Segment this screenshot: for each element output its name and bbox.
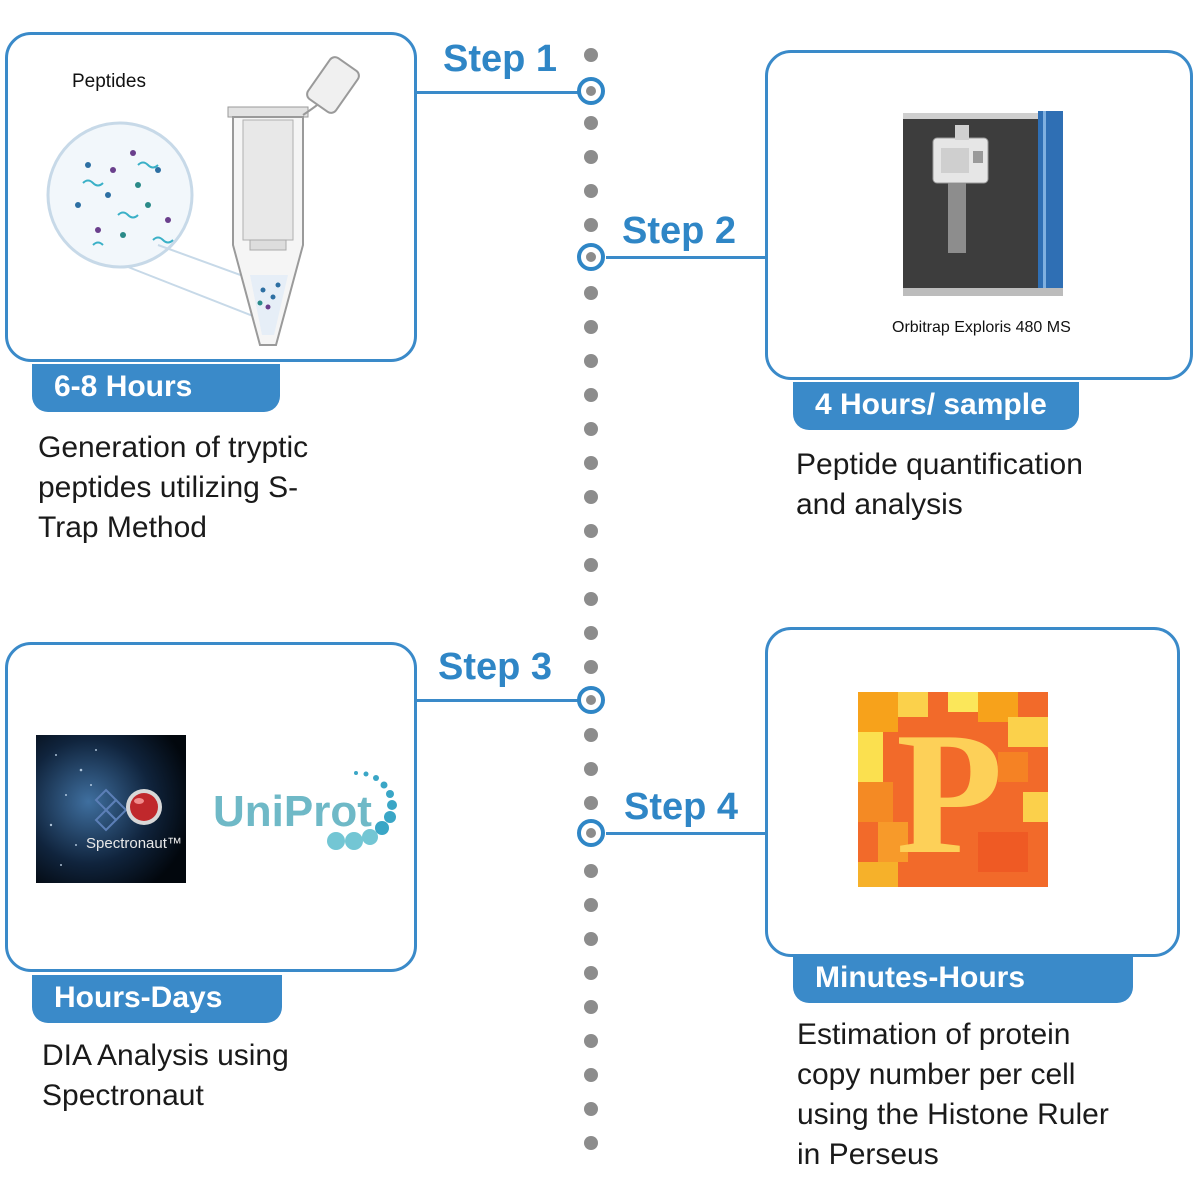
step3-description-line: Spectronaut [42, 1079, 204, 1112]
timeline-dot [584, 150, 598, 164]
step3-node [577, 686, 605, 714]
step2-connector [606, 256, 766, 259]
svg-text:P: P [896, 696, 1003, 887]
timeline-dot [584, 354, 598, 368]
timeline-dot [584, 592, 598, 606]
step3-description-line: DIA Analysis using [42, 1039, 289, 1072]
step2-node [577, 243, 605, 271]
step2-description-line: Peptide quantification [796, 448, 1083, 481]
perseus-logo: P [858, 692, 1048, 887]
timeline-dot [584, 422, 598, 436]
step4-description-line: copy number per cell [797, 1058, 1076, 1091]
step3-description: DIA Analysis using Spectronaut [42, 1036, 289, 1116]
timeline-dot [584, 932, 598, 946]
timeline-dot [584, 728, 598, 742]
step1-connector [417, 91, 580, 94]
timeline-dot [584, 1136, 598, 1150]
timeline-dot [584, 1000, 598, 1014]
step4-node [577, 819, 605, 847]
timeline-dot [584, 796, 598, 810]
timeline-dot [584, 558, 598, 572]
step3-connector [417, 699, 580, 702]
step3-label: Step 3 [438, 646, 553, 688]
timeline-dot [584, 660, 598, 674]
step3-time-badge: Hours-Days [32, 975, 282, 1023]
step2-label: Step 2 [622, 210, 737, 252]
timeline-dot [584, 966, 598, 980]
step4-time-badge: Minutes-Hours [793, 955, 1133, 1003]
step2-time-badge: 4 Hours/ sample [793, 382, 1079, 430]
uniprot-logo-mark [327, 771, 397, 850]
step4-description-line: Estimation of protein [797, 1018, 1071, 1051]
peptides-label: Peptides [72, 71, 146, 92]
step4-image-box: P [765, 627, 1180, 957]
timeline-dot [584, 456, 598, 470]
timeline-dot [584, 490, 598, 504]
step1-image-box: Peptides [5, 32, 417, 362]
ms-caption: Orbitrap Exploris 480 MS [892, 319, 1071, 336]
step2-image-box: Orbitrap Exploris 480 MS [765, 50, 1193, 380]
step1-description-line: Trap Method [38, 511, 207, 544]
timeline-dot [584, 286, 598, 300]
timeline-dot [584, 762, 598, 776]
timeline-dot [584, 218, 598, 232]
timeline-dot [584, 388, 598, 402]
timeline-dot [584, 864, 598, 878]
spectronaut-logo [36, 735, 186, 883]
timeline-dot [584, 184, 598, 198]
timeline-dot [584, 1068, 598, 1082]
step4-description-line: in Perseus [797, 1138, 939, 1171]
mass-spectrometer-illustration [903, 111, 1063, 296]
timeline-dot [584, 1034, 598, 1048]
timeline-dot [584, 626, 598, 640]
step1-description-line: peptides utilizing S- [38, 471, 299, 504]
timeline-dot [584, 898, 598, 912]
step1-node [577, 77, 605, 105]
step2-description-line: and analysis [796, 488, 963, 521]
step2-description: Peptide quantification and analysis [796, 445, 1083, 525]
spectronaut-logo-text: Spectronaut™ [86, 835, 182, 852]
uniprot-logo-text: UniProt [213, 787, 372, 836]
step4-label: Step 4 [624, 786, 739, 828]
step1-description-line: Generation of tryptic [38, 431, 309, 464]
step1-time-badge: 6-8 Hours [32, 364, 280, 412]
tube-illustration [46, 56, 360, 346]
step4-description-line: using the Histone Ruler [797, 1098, 1109, 1131]
step1-description: Generation of tryptic peptides utilizing… [38, 428, 308, 548]
step1-label: Step 1 [443, 38, 558, 80]
timeline-dot [584, 1102, 598, 1116]
timeline-dot [584, 48, 598, 62]
timeline-dot [584, 320, 598, 334]
step4-description: Estimation of protein copy number per ce… [797, 1015, 1109, 1175]
step3-image-box: Spectronaut™ UniProt [5, 642, 417, 972]
step4-connector [606, 832, 766, 835]
timeline-dot [584, 524, 598, 538]
timeline-dot [584, 116, 598, 130]
